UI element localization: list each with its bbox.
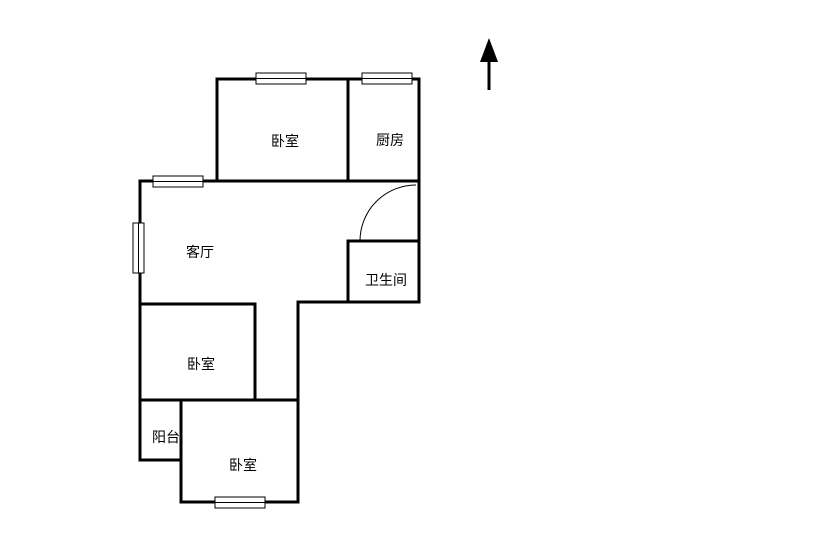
room-label-living-room: 客厅 (186, 244, 214, 261)
room-label-bedroom-bottom: 卧室 (229, 457, 257, 474)
north-arrow-icon (480, 38, 498, 90)
window-living-left (132, 222, 145, 274)
room-label-bedroom-middle: 卧室 (187, 356, 215, 373)
room-label-bathroom: 卫生间 (365, 273, 407, 289)
window-kitchen (361, 72, 413, 85)
door-swing-arc (359, 184, 417, 242)
window-bedroom-top (255, 72, 307, 85)
window-bedroom-bottom (214, 496, 266, 509)
room-label-bedroom-top: 卧室 (271, 133, 299, 150)
room-label-balcony: 阳台 (152, 430, 180, 446)
window-living-top (152, 175, 204, 188)
room-label-kitchen: 厨房 (376, 133, 404, 149)
